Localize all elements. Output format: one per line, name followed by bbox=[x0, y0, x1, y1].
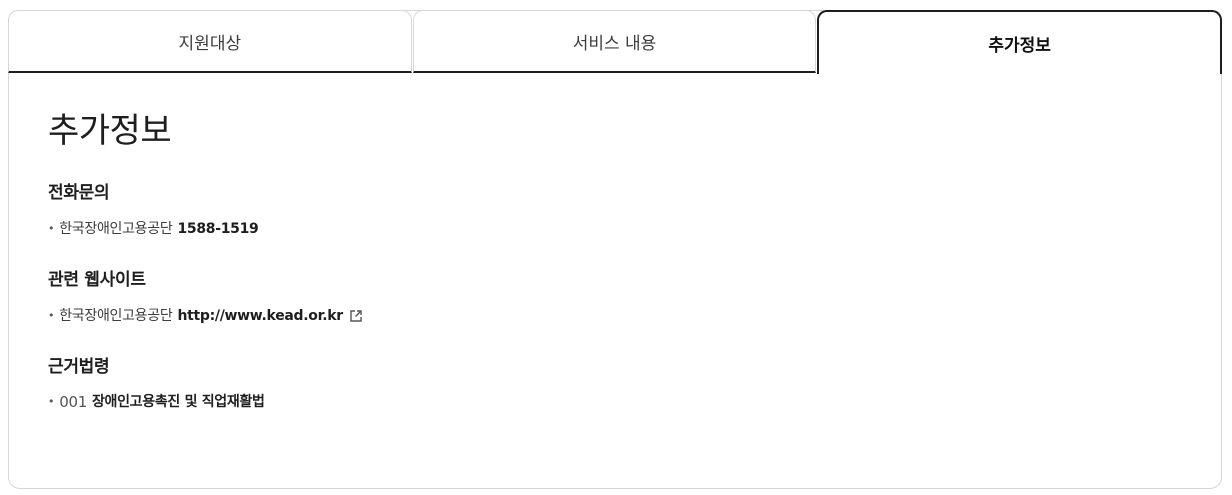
bullet: • bbox=[48, 395, 55, 408]
content-panel bbox=[8, 10, 1222, 489]
tab-label: 서비스 내용 bbox=[572, 33, 657, 54]
org-name: 한국장애인고용공단 bbox=[59, 221, 173, 237]
bullet: • bbox=[48, 222, 55, 235]
tab-service-details[interactable]: 서비스 내용 bbox=[412, 10, 817, 73]
section-heading: 근거법령 bbox=[48, 357, 110, 377]
additional-info-content: 추가정보 전화문의 • 한국장애인고용공단 1588-1519 관련 웹사이트 … bbox=[48, 108, 1198, 412]
website-section: 관련 웹사이트 • 한국장애인고용공단 http://www.kead.or.k… bbox=[48, 269, 1198, 326]
phone-section: 전화문의 • 한국장애인고용공단 1588-1519 bbox=[48, 182, 1198, 239]
tab-eligibility[interactable]: 지원대상 bbox=[8, 10, 412, 73]
law-name: 장애인고용촉진 및 직업재활법 bbox=[91, 394, 265, 410]
tab-additional-info[interactable]: 추가정보 bbox=[817, 10, 1223, 74]
page-title-text: 추가정보 bbox=[48, 111, 172, 151]
list-item: • 001 장애인고용촉진 및 직업재활법 bbox=[48, 392, 1198, 412]
page-title: 추가정보 bbox=[48, 108, 172, 154]
list-item: • 한국장애인고용공단 1588-1519 bbox=[48, 219, 1198, 239]
external-link-icon[interactable] bbox=[349, 309, 363, 323]
bullet: • bbox=[48, 309, 55, 322]
tab-bar: 지원대상 서비스 내용 추가정보 bbox=[8, 10, 1223, 74]
law-code: 001 bbox=[59, 393, 87, 411]
phone-number: 1588-1519 bbox=[177, 221, 259, 237]
website-link[interactable]: http://www.kead.or.kr bbox=[177, 308, 343, 324]
legal-basis-section: 근거법령 • 001 장애인고용촉진 및 직업재활법 bbox=[48, 356, 1198, 412]
org-name: 한국장애인고용공단 bbox=[59, 308, 173, 324]
tab-label: 추가정보 bbox=[988, 35, 1051, 56]
list-item: • 한국장애인고용공단 http://www.kead.or.kr bbox=[48, 306, 1198, 326]
tab-label: 지원대상 bbox=[178, 33, 242, 54]
section-heading: 관련 웹사이트 bbox=[48, 270, 146, 290]
section-heading: 전화문의 bbox=[48, 183, 110, 203]
